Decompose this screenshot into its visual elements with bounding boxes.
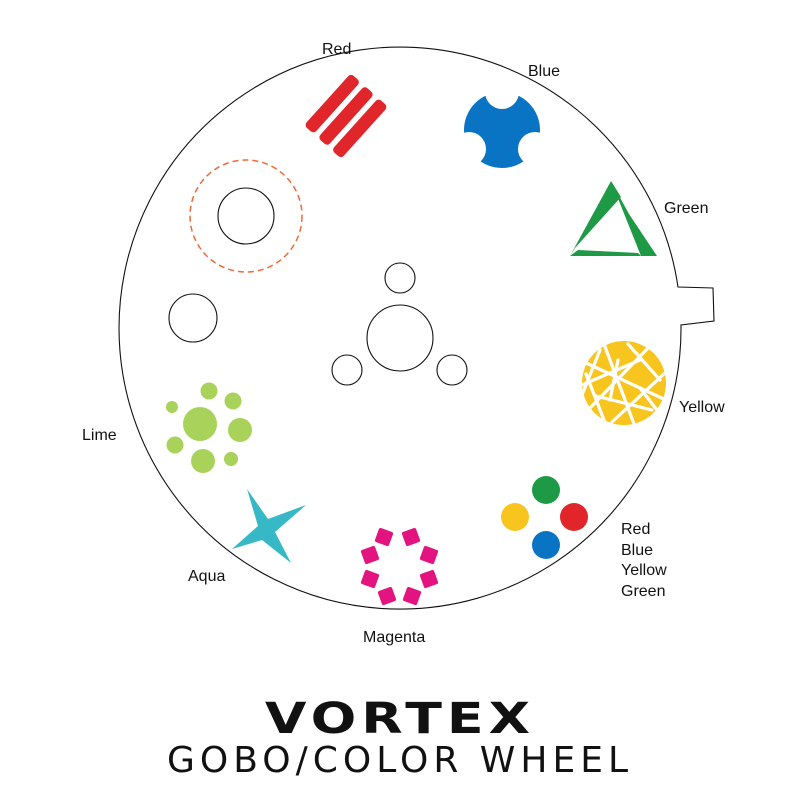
wheel-outline — [118, 46, 715, 610]
lime-gobo — [166, 382, 252, 473]
diagram-title: VORTEX — [264, 694, 536, 744]
diagram-subtitle: GOBO/COLOR WHEEL — [166, 740, 633, 781]
blue-gobo — [452, 75, 552, 168]
label-lime: Lime — [82, 427, 117, 444]
magenta-gobo — [360, 527, 439, 606]
green-gobo — [570, 181, 657, 256]
label-multi-yellow: Yellow — [621, 562, 667, 579]
label-magenta: Magenta — [363, 629, 425, 646]
center-hole-left — [331, 354, 363, 386]
open-ring-dashed — [189, 159, 303, 273]
label-yellow: Yellow — [679, 399, 725, 416]
label-blue: Blue — [528, 63, 560, 80]
yellow-gobo — [582, 341, 666, 425]
label-green: Green — [664, 200, 708, 217]
label-aqua: Aqua — [188, 568, 225, 585]
label-multi-blue: Blue — [621, 542, 653, 559]
open-hole — [217, 187, 275, 245]
multicolor-gobo — [501, 476, 588, 559]
aqua-gobo — [232, 489, 306, 563]
empty-hole — [168, 293, 218, 343]
label-multi-green: Green — [621, 583, 665, 600]
label-multi-red: Red — [621, 521, 650, 538]
red-gobo — [305, 74, 387, 158]
label-red: Red — [322, 41, 351, 58]
center-hole-large — [366, 304, 434, 372]
center-hole-top — [384, 262, 416, 294]
center-hole-right — [436, 354, 468, 386]
